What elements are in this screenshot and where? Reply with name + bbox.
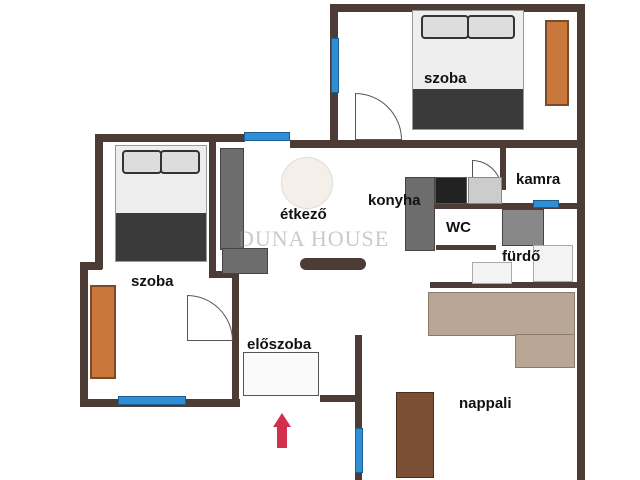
watermark: DUNA HOUSE xyxy=(238,226,390,251)
entrance-arrow-stem xyxy=(277,426,287,448)
bed xyxy=(115,145,207,262)
wall xyxy=(577,4,585,480)
wall xyxy=(80,262,88,407)
kitchen-unit xyxy=(405,177,435,251)
wardrobe xyxy=(90,285,116,379)
window xyxy=(118,396,186,405)
wall xyxy=(80,262,102,270)
sink xyxy=(468,177,502,204)
entrance-arrow xyxy=(273,413,291,427)
wall xyxy=(430,282,580,288)
door xyxy=(187,295,233,341)
dining-table xyxy=(396,392,434,478)
window xyxy=(331,38,339,93)
room-label-bedroom-left: szoba xyxy=(131,273,174,290)
wall xyxy=(95,134,103,269)
wall xyxy=(330,4,585,12)
washing-machine xyxy=(502,209,544,246)
room-label-hallway: előszoba xyxy=(247,336,312,353)
wall xyxy=(209,271,239,278)
window xyxy=(533,200,559,208)
bed xyxy=(412,10,524,130)
wall xyxy=(435,203,580,209)
room-label-toilet: WC xyxy=(446,219,471,236)
wall xyxy=(320,395,362,402)
wall xyxy=(436,245,496,250)
window xyxy=(355,428,363,473)
bathtub xyxy=(533,245,573,282)
wardrobe xyxy=(545,20,569,106)
room-label-kitchen: konyha xyxy=(368,192,421,209)
room-label-bedroom-top: szoba xyxy=(424,70,467,87)
kitchen-counter xyxy=(220,148,244,250)
fridge xyxy=(222,248,268,274)
wall xyxy=(500,148,506,190)
wall xyxy=(209,142,216,277)
room-label-pantry: kamra xyxy=(516,171,561,188)
round-table xyxy=(281,157,333,209)
room-label-bathroom: fürdő xyxy=(502,248,541,265)
entrance-door xyxy=(243,352,319,396)
stove xyxy=(435,177,467,204)
wall xyxy=(300,258,366,270)
window xyxy=(244,132,290,141)
wall xyxy=(95,134,245,142)
wall xyxy=(232,271,239,401)
washbasin xyxy=(472,262,512,284)
sofa-chaise xyxy=(515,334,575,368)
room-label-living: nappali xyxy=(459,395,512,412)
wall xyxy=(290,140,580,148)
wall xyxy=(355,335,362,480)
room-label-dining: étkező xyxy=(280,206,327,223)
door xyxy=(355,93,402,140)
sofa xyxy=(428,292,575,336)
